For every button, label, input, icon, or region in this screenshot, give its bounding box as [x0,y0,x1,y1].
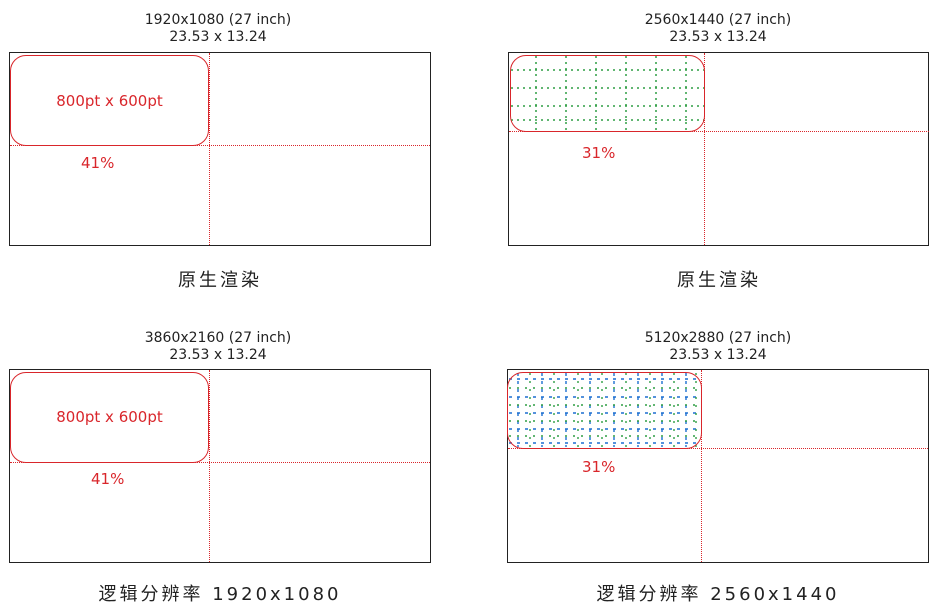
panel-2-percent: 31% [582,144,616,162]
panel-4-horizontal-guide [508,448,928,449]
panel-3-horizontal-guide [10,462,430,463]
panel-3-resolution: 3860x2160 (27 inch) 23.53 x 13.24 [8,330,428,364]
panel-1-caption: 原生渲染 [178,270,262,291]
panel-3-caption: 逻辑分辨率 1920x1080 [98,584,342,605]
panel-3-percent: 41% [91,470,125,488]
panel-2-resolution-label: 2560x1440 (27 inch) [644,12,792,28]
panel-2-screen [508,52,929,246]
panel-4-resolution-label: 5120x2880 (27 inch) [644,330,792,346]
panel-4-pixel-grid [509,373,701,447]
panel-3-window-label: 800pt x 600pt [56,408,163,426]
panel-3-size-label: 23.53 x 13.24 [169,347,267,363]
panel-3-vertical-guide [209,370,210,562]
panel-1-resolution: 1920x1080 (27 inch) 23.53 x 13.24 [8,12,428,46]
panel-2-pixel-grid [511,56,704,130]
panel-1-screen [9,52,431,246]
panel-4-percent: 31% [582,458,616,476]
panel-2-horizontal-guide [509,131,929,132]
panel-1-size-label: 23.53 x 13.24 [169,29,267,45]
panel-2-vertical-guide [704,53,705,245]
panel-4-vertical-guide [701,370,702,562]
panel-1-horizontal-guide [10,145,430,146]
panel-4-screen [507,369,929,563]
panel-3-resolution-label: 3860x2160 (27 inch) [144,330,292,346]
panel-4-window [507,372,702,449]
panel-3-screen [9,369,431,563]
panel-4-caption: 逻辑分辨率 2560x1440 [596,584,840,605]
panel-2-resolution: 2560x1440 (27 inch) 23.53 x 13.24 [508,12,928,46]
panel-1-vertical-guide [209,53,210,245]
panel-1-percent: 41% [81,154,115,172]
panel-4-size-label: 23.53 x 13.24 [669,347,767,363]
panel-2-caption: 原生渲染 [677,270,761,291]
panel-4-resolution: 5120x2880 (27 inch) 23.53 x 13.24 [508,330,928,364]
panel-1-resolution-label: 1920x1080 (27 inch) [144,12,292,28]
panel-2-window [510,55,705,132]
panel-2-size-label: 23.53 x 13.24 [669,29,767,45]
panel-1-window-label: 800pt x 600pt [56,92,163,110]
